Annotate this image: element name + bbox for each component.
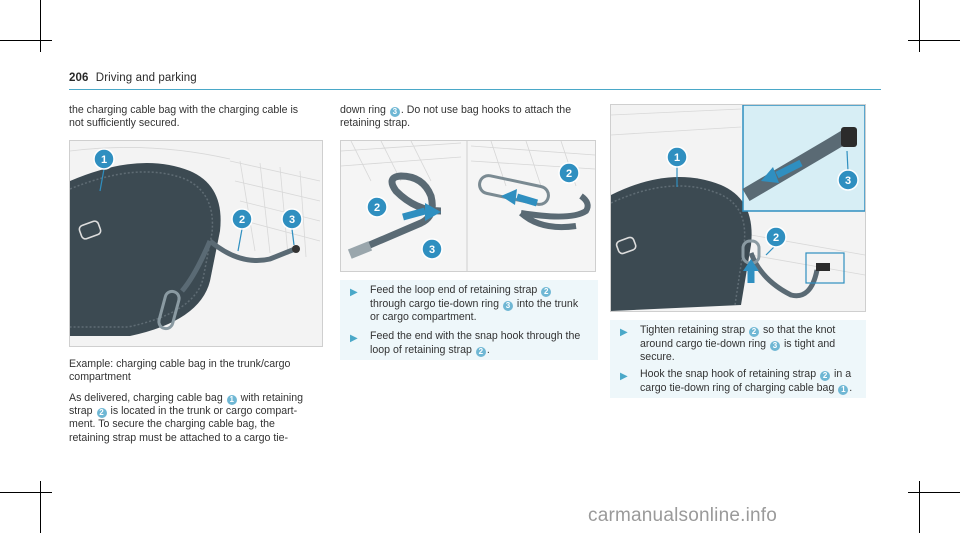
col1-paragraph: As delivered, charging cable bag 1 with …: [69, 392, 331, 445]
callout-3: 3: [429, 244, 435, 256]
text-span: is located in the trunk or cargo compart…: [110, 405, 298, 418]
callout-3: 3: [289, 214, 295, 226]
text-line: secure.: [640, 351, 675, 363]
text-line: not sufficiently secured.: [69, 117, 180, 130]
col3-steps: ▶ Tighten retaining strap 2 so that the …: [610, 320, 866, 398]
text-span: cargo tie-down ring of charging cable ba…: [640, 381, 835, 394]
badge-2: 2: [748, 327, 759, 337]
text-line: around cargo tie-down ring 3 is tight an…: [640, 338, 862, 352]
bullet-arrow-icon: ▶: [350, 287, 358, 298]
text-line: Tighten retaining strap 2 so that the kn…: [640, 324, 862, 338]
illustration-tighten-strap: 1 2 3: [611, 105, 865, 311]
text-span: down ring: [340, 104, 386, 116]
text-line: loop of retaining strap 2.: [370, 344, 594, 358]
text-line: or cargo compartment.: [370, 311, 477, 323]
badge-3: 3: [502, 300, 513, 311]
text-span: Hook the snap hook of retaining strap: [640, 368, 817, 380]
text-line: Feed the loop end of retaining strap 2: [370, 284, 594, 298]
text-span: with retaining: [240, 392, 304, 404]
crop-mark: [40, 481, 41, 533]
badge-2: 2: [541, 287, 552, 297]
crop-mark: [40, 0, 41, 52]
crop-mark: [919, 481, 920, 533]
text-line: through cargo tie-down ring 3 into the t…: [370, 298, 594, 312]
step-body: Hook the snap hook of retaining strap 2 …: [640, 368, 862, 395]
text-line: retaining strap.: [340, 117, 411, 130]
page-header: 206 Driving and parking: [69, 72, 197, 84]
badge-1: 1: [226, 395, 237, 405]
callout-1: 1: [674, 152, 680, 164]
col1-caption: Example: charging cable bag in the trunk…: [69, 358, 329, 384]
section-title: Driving and parking: [95, 72, 197, 84]
bullet-arrow-icon: ▶: [620, 371, 628, 382]
text-line: Hook the snap hook of retaining strap 2 …: [640, 368, 862, 382]
text-line: retaining strap must be attached to a ca…: [69, 431, 289, 444]
badge-2: 2: [820, 371, 831, 381]
caption-line: compartment: [69, 371, 131, 384]
crop-mark: [919, 0, 920, 52]
crop-mark: [908, 492, 960, 493]
text-span: . Do not use bag hooks to attach the: [400, 104, 572, 116]
figure-tighten-strap: 1 2 3: [610, 104, 866, 312]
text-line: strap 2 is located in the trunk or cargo…: [69, 405, 331, 419]
callout-2: 2: [374, 202, 380, 214]
illustration-feed-strap: 2 3 2: [341, 141, 595, 271]
header-rule: [69, 89, 881, 90]
callout-2: 2: [773, 232, 779, 244]
step-body: Feed the end with the snap hook through …: [370, 330, 594, 357]
callout-2: 2: [239, 214, 245, 226]
page-number: 206: [69, 72, 89, 84]
text-span: strap: [69, 405, 93, 418]
text-line: As delivered, charging cable bag 1 with …: [69, 392, 331, 405]
text-span: in a: [834, 368, 852, 380]
text-line: down ring 3. Do not use bag hooks to att…: [340, 104, 602, 117]
callout-3: 3: [845, 175, 851, 187]
illustration-charging-bag: 1 2 3: [70, 141, 322, 346]
caption-line: Example: charging cable bag in the trunk…: [69, 358, 291, 370]
callout-2: 2: [566, 168, 572, 180]
bullet-arrow-icon: ▶: [350, 333, 358, 344]
col2-intro: down ring 3. Do not use bag hooks to att…: [340, 104, 602, 130]
watermark: carmanualsonline.info: [588, 505, 778, 526]
figure-feed-strap: 2 3 2: [340, 140, 596, 272]
step-body: Feed the loop end of retaining strap 2 t…: [370, 284, 594, 325]
figure-charging-bag: 1 2 3: [69, 140, 323, 347]
period: .: [849, 381, 853, 394]
badge-3: 3: [389, 107, 400, 117]
text-span: As delivered, charging cable bag: [69, 392, 223, 404]
text-span: through cargo tie-down ring: [370, 297, 499, 310]
period: .: [486, 343, 490, 356]
badge-3: 3: [769, 340, 780, 351]
bullet-arrow-icon: ▶: [620, 327, 628, 338]
text-line: Feed the end with the snap hook through …: [370, 330, 581, 342]
badge-1: 1: [838, 384, 849, 395]
text-line: the charging cable bag with the charging…: [69, 104, 299, 116]
text-span: into the trunk: [516, 297, 579, 310]
crop-mark: [908, 40, 960, 41]
badge-2: 2: [475, 346, 486, 357]
step-body: Tighten retaining strap 2 so that the kn…: [640, 324, 862, 365]
text-span: loop of retaining strap: [370, 343, 472, 356]
text-span: so that the knot: [762, 324, 836, 336]
col2-steps: ▶ Feed the loop end of retaining strap 2…: [340, 280, 598, 360]
badge-2: 2: [96, 408, 107, 419]
text-line: cargo tie-down ring of charging cable ba…: [640, 382, 862, 396]
crop-mark: [0, 492, 52, 493]
text-line: ment. To secure the charging cable bag, …: [69, 418, 275, 431]
text-span: Feed the loop end of retaining strap: [370, 284, 538, 296]
callout-1: 1: [101, 154, 107, 166]
text-span: around cargo tie-down ring: [640, 337, 767, 350]
text-span: Tighten retaining strap: [640, 324, 746, 336]
crop-mark: [0, 40, 52, 41]
text-span: is tight and: [783, 337, 836, 350]
col1-intro: the charging cable bag with the charging…: [69, 104, 329, 130]
